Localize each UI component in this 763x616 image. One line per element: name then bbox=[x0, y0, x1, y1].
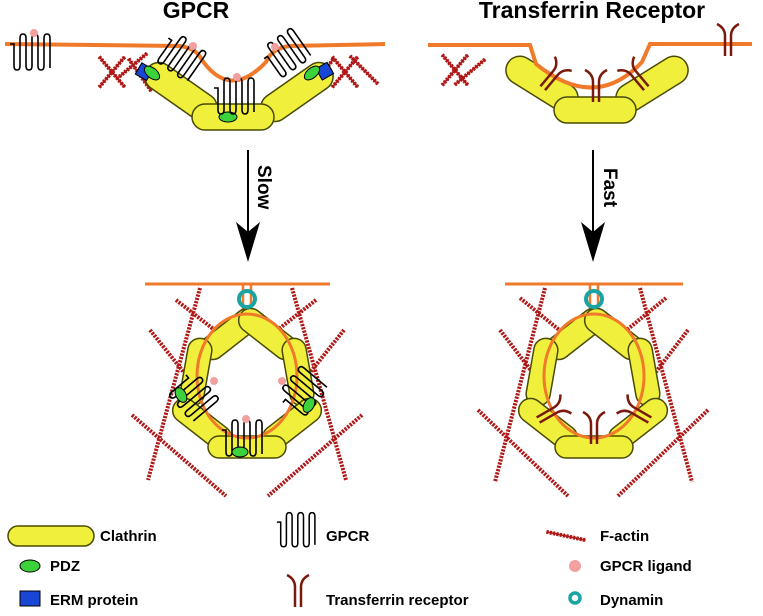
legend-ligand-label: GPCR ligand bbox=[600, 558, 692, 575]
gpcr-pit-left bbox=[152, 29, 208, 84]
title-gpcr: GPCR bbox=[163, 0, 230, 23]
legend-factin-label: F-actin bbox=[600, 528, 649, 545]
erm-protein-right bbox=[315, 61, 335, 81]
legend-ligand-swatch bbox=[569, 560, 581, 572]
clathrin-coat-top-left bbox=[144, 61, 334, 131]
vesicle-membrane-gpcr bbox=[195, 312, 299, 440]
gpcr-pit-right bbox=[257, 26, 313, 81]
pdz-vesicle-left bbox=[174, 387, 188, 403]
legend-dynamin-swatch bbox=[568, 591, 582, 605]
gpcr-pit-panel bbox=[4, 26, 386, 131]
transferrin-pit-panel bbox=[428, 22, 752, 124]
pdz-left bbox=[143, 65, 161, 81]
legend-gpcr-icon bbox=[276, 511, 316, 548]
dynamin-gpcr bbox=[237, 289, 257, 309]
legend-transferrin-icon bbox=[285, 573, 311, 609]
tfr-free bbox=[715, 22, 741, 58]
legend-erm-swatch bbox=[19, 590, 41, 607]
clathrin-cage-right bbox=[517, 307, 669, 459]
transferrin-vesicle-panel bbox=[476, 282, 710, 498]
arrow-fast-label: Fast bbox=[599, 168, 620, 208]
gpcr-vesicle-left bbox=[165, 367, 221, 424]
legend-pdz-label: PDZ bbox=[50, 558, 80, 575]
legend-clathrin-swatch bbox=[7, 525, 95, 547]
vesicle-membrane-tfr bbox=[542, 312, 646, 440]
gpcr-vesicle-panel bbox=[130, 282, 364, 498]
legend-pdz-swatch bbox=[19, 559, 41, 573]
pdz-vesicle-bottom bbox=[231, 446, 249, 458]
gpcr-vesicle-right bbox=[274, 364, 330, 421]
legend-clathrin-label: Clathrin bbox=[100, 528, 157, 545]
title-transferrin-receptor: Transferrin Receptor bbox=[479, 0, 705, 23]
legend-dynamin-label: Dynamin bbox=[600, 592, 663, 609]
legend: Clathrin PDZ ERM protein GPCR Transferri… bbox=[7, 511, 692, 609]
arrow-slow-label: Slow bbox=[253, 165, 274, 210]
arrow-fast: Fast bbox=[581, 150, 620, 262]
legend-gpcr-label: GPCR bbox=[326, 528, 370, 545]
legend-transferrin-label: Transferrin receptor bbox=[326, 592, 469, 609]
gpcr-pit-bottom bbox=[213, 73, 255, 115]
legend-factin-icon bbox=[544, 529, 588, 543]
gpcr-free bbox=[9, 29, 51, 71]
legend-erm-label: ERM protein bbox=[50, 592, 138, 609]
factin-vesicle-left bbox=[130, 287, 364, 498]
clathrin-cage-left bbox=[171, 307, 323, 459]
pdz-vesicle-right bbox=[302, 397, 316, 413]
arrow-slow: Slow bbox=[236, 150, 274, 262]
gpcr-vesicle-bottom bbox=[221, 415, 263, 457]
factin-mesh-tfr bbox=[440, 52, 488, 88]
dynamin-tfr bbox=[584, 289, 604, 309]
pdz-right bbox=[303, 65, 321, 81]
